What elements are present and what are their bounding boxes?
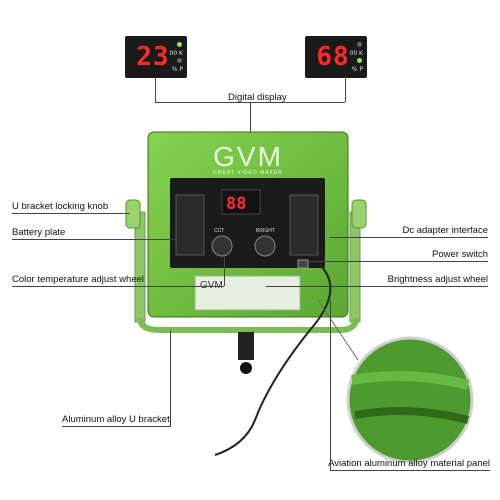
callout-line — [12, 286, 224, 287]
mount-hole — [240, 362, 252, 374]
center-display — [221, 189, 261, 215]
zoom-panel-texture — [346, 336, 474, 464]
locking-knob-left — [125, 199, 141, 229]
callout-line — [12, 239, 177, 240]
knob-label-bright: BRIGHT — [256, 228, 275, 234]
indicator-led-k — [357, 42, 362, 47]
brand-logo: GVM — [213, 141, 283, 172]
u-bracket-bottom — [137, 317, 359, 333]
locking-knob-right — [351, 199, 367, 229]
mount-block — [238, 332, 254, 360]
indicator-led-p — [177, 58, 182, 63]
callout-line — [330, 237, 488, 238]
label-brightness-wheel: Brightness adjust wheel — [387, 274, 488, 285]
callout-line — [12, 213, 130, 214]
indicator-p: % P — [171, 66, 183, 73]
indicator-led-p — [357, 58, 362, 63]
display-value-left: 23 — [136, 42, 170, 72]
texture-stroke — [351, 371, 470, 390]
knob-label-cct: CCT — [214, 228, 225, 234]
label-color-temp-wheel: Color temperature adjust wheel — [12, 274, 145, 285]
sticker-logo: GVM — [200, 280, 223, 291]
callout-line — [155, 78, 156, 102]
indicator-p: % P — [351, 66, 363, 73]
digital-display-left: 23 00 K % P — [125, 36, 187, 78]
u-bracket-left-arm — [134, 211, 146, 323]
label-aluminum-u-bracket: Aluminum alloy U bracket — [62, 414, 170, 425]
label-dc-adapter: Dc adapter interface — [402, 225, 488, 236]
zoom-leader — [317, 299, 359, 361]
callout-line — [170, 330, 171, 427]
callout-line — [224, 256, 225, 286]
digital-display-right: 68 00 K % P — [305, 36, 367, 78]
callout-line — [308, 261, 488, 262]
power-cable — [214, 264, 332, 456]
label-aviation-panel: Aviation aluminum alloy material panel — [328, 458, 490, 469]
indicator-k: 00 K — [349, 50, 363, 57]
callout-line — [330, 300, 331, 470]
callout-line — [62, 426, 170, 427]
label-u-bracket-knob: U bracket locking knob — [12, 201, 109, 212]
label-power-switch: Power switch — [432, 249, 488, 260]
texture-stroke — [354, 407, 470, 424]
callout-line — [266, 286, 488, 287]
color-temp-wheel — [211, 235, 233, 257]
center-display-digits: 88 — [226, 194, 246, 214]
brand-tagline: GREAT VIDEO MAKER — [213, 170, 283, 176]
battery-plate-left — [175, 194, 205, 256]
display-value-right: 68 — [316, 42, 350, 72]
indicator-k: 00 K — [169, 50, 183, 57]
label-digital-display: Digital display — [228, 92, 287, 103]
spec-sticker — [194, 275, 301, 311]
brightness-wheel — [254, 235, 276, 257]
control-board — [170, 178, 325, 268]
power-switch — [297, 259, 309, 269]
callout-line — [330, 470, 490, 471]
indicator-led-k — [177, 42, 182, 47]
battery-plate-right — [289, 194, 319, 256]
callout-line — [345, 78, 346, 102]
label-battery-plate: Battery plate — [12, 227, 66, 238]
